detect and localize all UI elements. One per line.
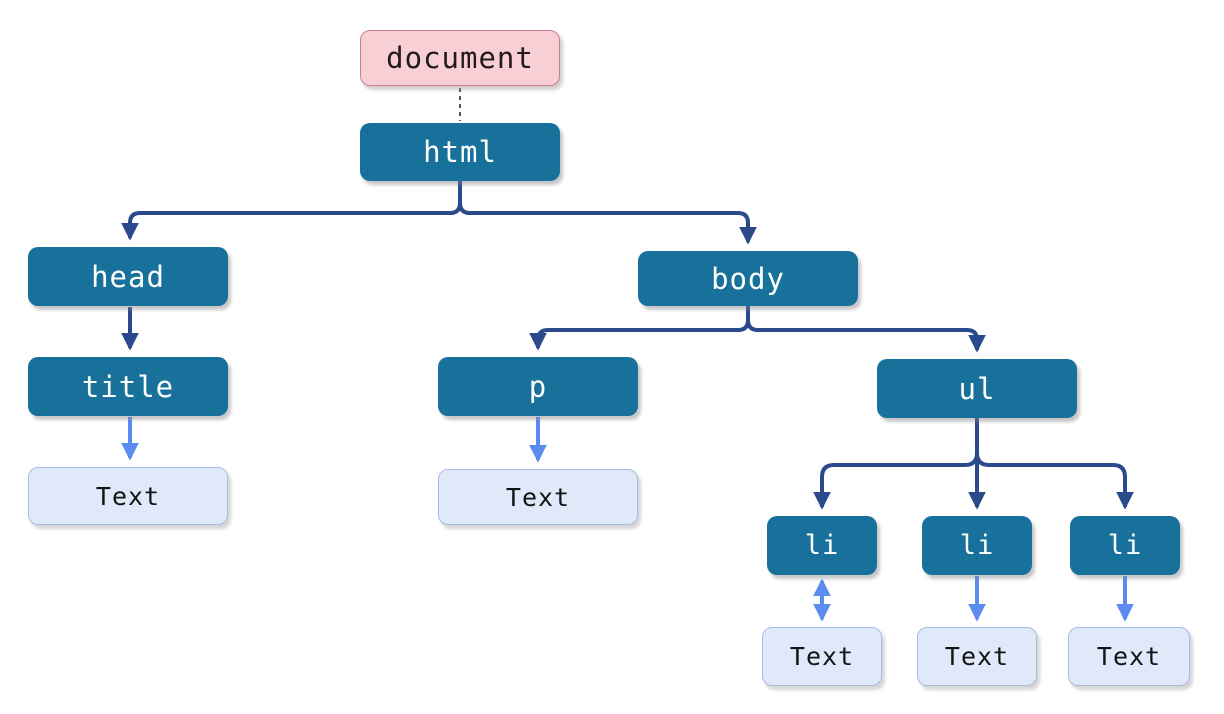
edge-body-ul: [746, 306, 986, 353]
node-li-3-label: li: [1107, 530, 1143, 561]
node-text-under-li-2: Text: [917, 627, 1037, 686]
node-title: title: [28, 357, 228, 416]
node-text-under-li-3-label: Text: [1096, 642, 1162, 671]
node-head: head: [28, 247, 228, 306]
node-li-1: li: [767, 516, 877, 575]
node-head-label: head: [91, 259, 165, 294]
node-li-3: li: [1070, 516, 1180, 575]
edge-ul-li-1: [813, 452, 979, 510]
node-text-under-p-label: Text: [505, 482, 571, 512]
node-title-label: title: [81, 369, 175, 404]
node-text-under-li-1: Text: [762, 627, 882, 686]
node-text-under-li-3: Text: [1068, 627, 1190, 686]
node-html-label: html: [423, 135, 497, 169]
node-p: p: [438, 357, 638, 416]
node-document: document: [360, 30, 560, 86]
node-li-1-label: li: [804, 530, 840, 561]
node-ul: ul: [877, 359, 1077, 418]
node-p-label: p: [528, 369, 548, 404]
node-text-under-p: Text: [438, 469, 638, 525]
node-text-under-title-label: Text: [95, 481, 161, 511]
node-body: body: [638, 251, 858, 306]
edge-ul-li-3: [975, 452, 1134, 510]
node-li-2-label: li: [959, 530, 995, 561]
node-ul-label: ul: [958, 371, 996, 406]
node-body-label: body: [711, 261, 785, 296]
node-text-under-li-2-label: Text: [944, 642, 1010, 671]
node-li-2: li: [922, 516, 1032, 575]
node-html: html: [360, 123, 560, 181]
node-text-under-title: Text: [28, 467, 228, 525]
node-document-label: document: [386, 41, 534, 75]
node-text-under-li-1-label: Text: [789, 642, 855, 671]
edge-html-head: [121, 181, 462, 241]
edge-body-p: [529, 306, 750, 351]
edge-html-body: [458, 181, 757, 245]
